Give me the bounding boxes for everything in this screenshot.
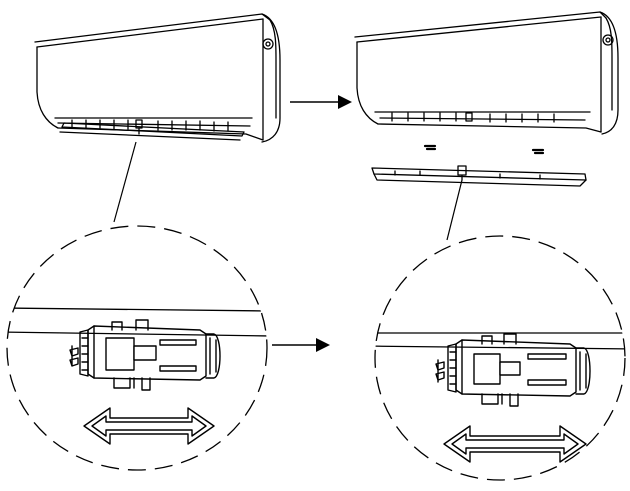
leader-line-right	[446, 179, 463, 241]
detached-flap	[371, 165, 587, 187]
clip-mechanism-left	[7, 307, 267, 445]
right-arrow-icon	[290, 95, 352, 109]
double-headed-arrow-icon	[443, 425, 587, 463]
double-headed-arrow-icon	[83, 407, 215, 445]
detail-callout-left	[6, 225, 268, 471]
indoor-unit-left	[34, 13, 281, 143]
clip-mechanism-right	[375, 332, 625, 463]
detail-callout-right	[374, 235, 626, 481]
right-arrow-icon	[272, 338, 330, 352]
leader-line-left	[113, 141, 137, 223]
indoor-unit-right	[354, 11, 619, 155]
